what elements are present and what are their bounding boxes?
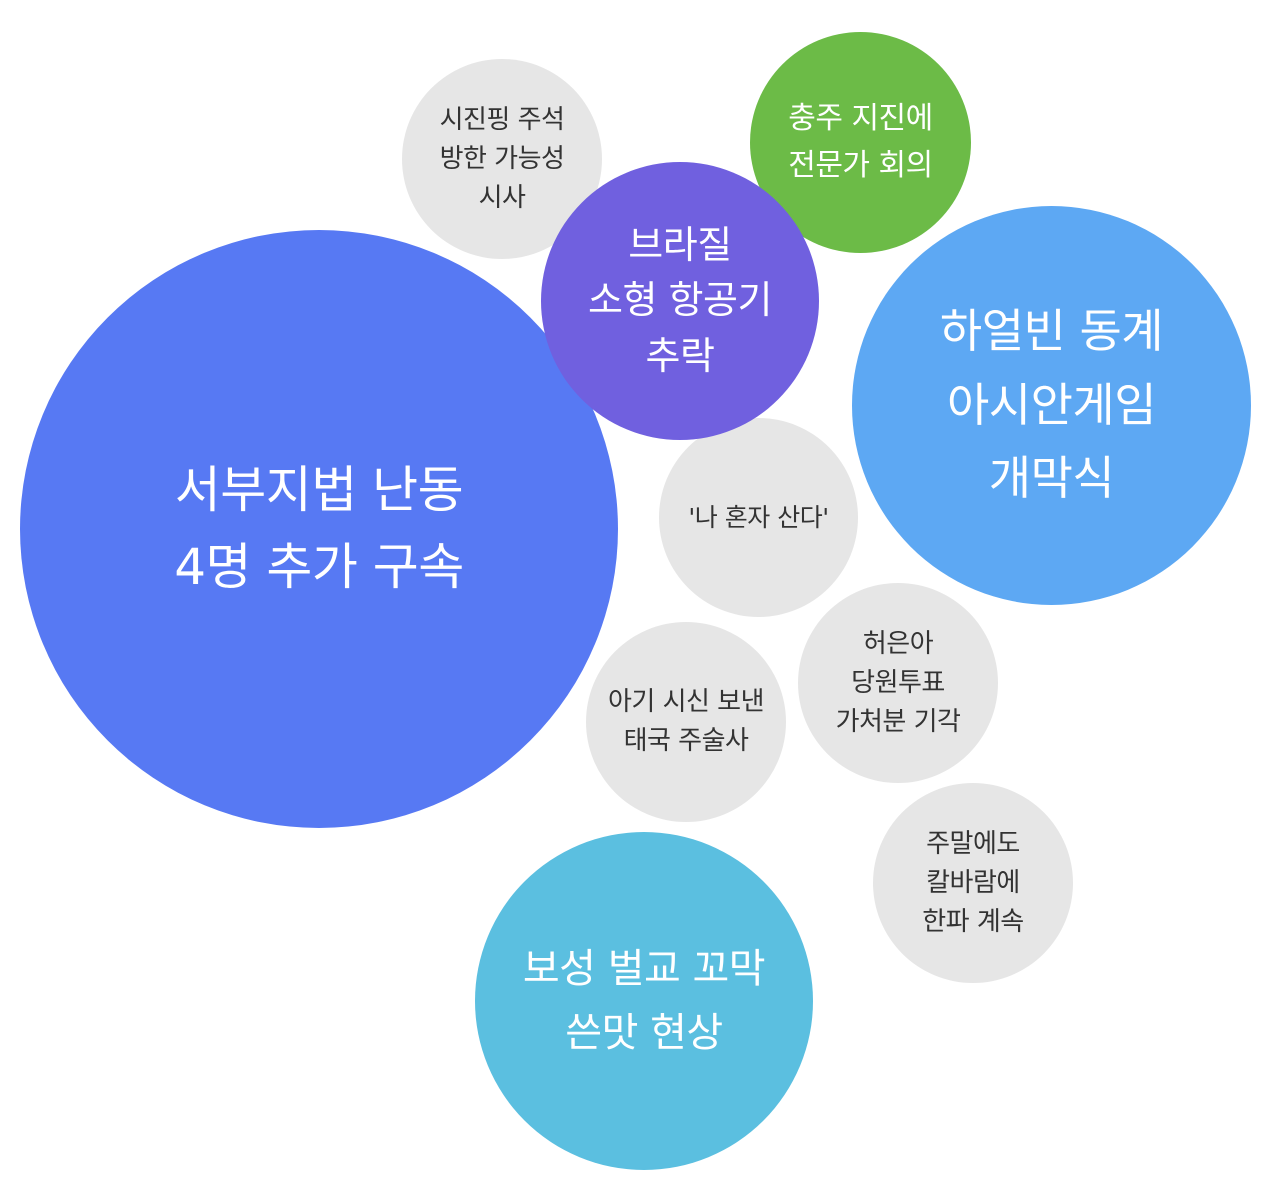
bubble-seobu-court-riot[interactable]: 서부지법 난동 4명 추가 구속 — [20, 230, 618, 828]
bubble-i-live-alone[interactable]: '나 혼자 산다' — [659, 418, 858, 617]
bubble-label: 보성 벌교 꼬막 쓴맛 현상 — [522, 946, 766, 1056]
bubble-harbin-asian-games[interactable]: 하얼빈 동계 아시안게임 개막식 — [852, 206, 1251, 605]
bubble-label: 주말에도 칼바람에 한파 계속 — [922, 828, 1024, 937]
bubble-label: 브라질 소형 항공기 추락 — [588, 223, 772, 378]
bubble-cold-wave[interactable]: 주말에도 칼바람에 한파 계속 — [873, 783, 1073, 983]
bubble-label: 하얼빈 동계 아시안게임 개막식 — [939, 304, 1164, 506]
bubble-label: 충주 지진에 전문가 회의 — [788, 101, 933, 183]
bubble-label: 허은아 당원투표 가처분 기각 — [835, 628, 961, 737]
bubble-label: 아기 시신 보낸 태국 주술사 — [607, 687, 765, 756]
bubble-label: 시진핑 주석 방한 가능성 시사 — [439, 104, 565, 213]
bubble-label: 서부지법 난동 4명 추가 구속 — [174, 460, 464, 597]
bubble-brazil-plane-crash[interactable]: 브라질 소형 항공기 추락 — [541, 162, 819, 440]
bubble-thai-shaman[interactable]: 아기 시신 보낸 태국 주술사 — [586, 622, 786, 822]
bubble-xi-jinping-visit[interactable]: 시진핑 주석 방한 가능성 시사 — [402, 59, 602, 259]
bubble-boseong-cockle[interactable]: 보성 벌교 꼬막 쓴맛 현상 — [475, 832, 813, 1170]
bubble-label: '나 혼자 산다' — [688, 502, 829, 532]
bubble-heo-euna[interactable]: 허은아 당원투표 가처분 기각 — [798, 583, 998, 783]
